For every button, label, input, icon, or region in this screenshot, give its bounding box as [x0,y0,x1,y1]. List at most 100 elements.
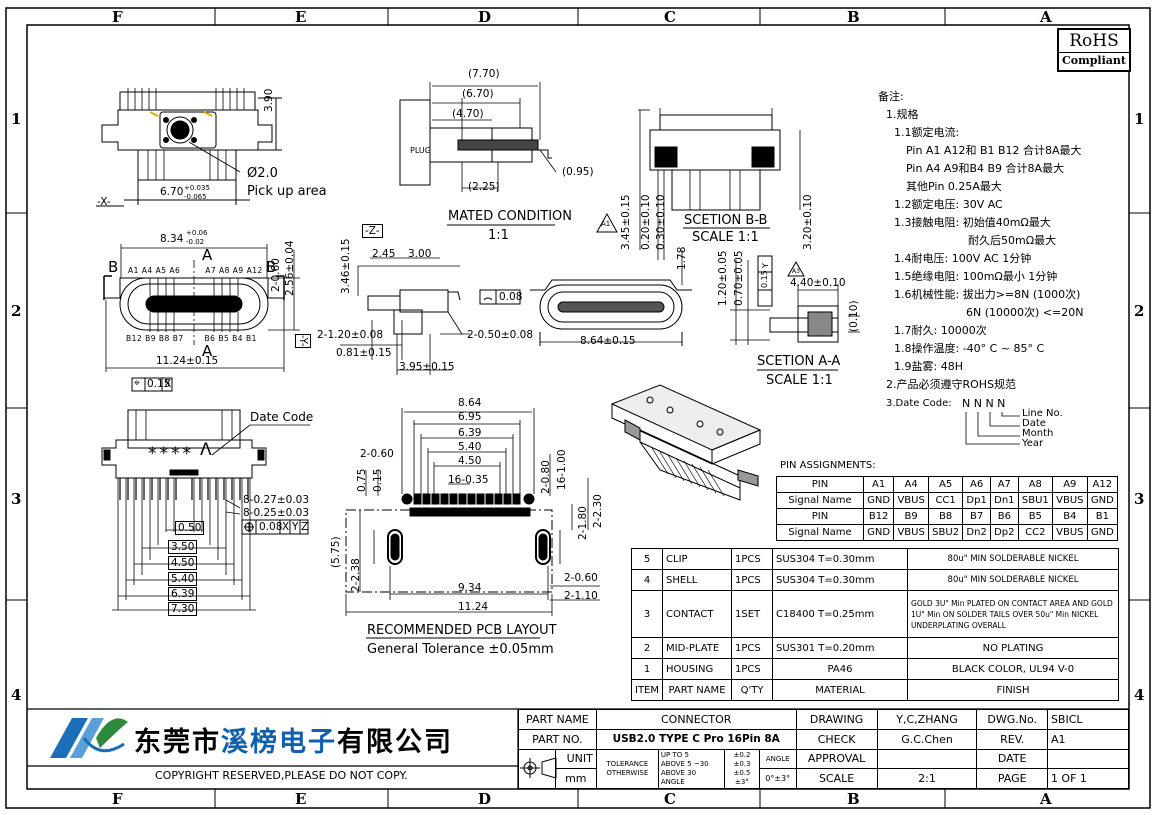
date-code-callout: Date Code [250,410,314,424]
zone-bottom-a: A [1040,790,1052,808]
date-label: DATE [976,748,1048,770]
aa-flag-a3: A3 [792,268,800,275]
table-cell: MID-PLATE [662,637,733,659]
side-dim-050: 2-0.50±0.08 [467,329,534,341]
pcb-dim-864: 8.64 [458,397,482,409]
tolerance-range: ABOVE 30 [660,768,697,777]
rev-value: A1 [1046,728,1130,750]
table-cell: PIN [776,476,864,493]
zone-left-4: 4 [11,686,22,704]
pcb-dim-238: 2-2.38 [350,558,362,592]
date-code-label: 3.Date Code: [886,398,952,409]
note-line: 1.1额定电流: [894,126,960,139]
mated-dim-470: (4.70) [452,108,484,120]
zone-top-e: E [295,8,307,26]
aa-dim-070: 0.70±0.05 [733,250,745,306]
note-line: 耐久后50mΩ最大 [968,234,1057,247]
table-cell: CC2 [1017,524,1053,541]
table-cell: B6 [989,508,1019,525]
note-line: 1.2额定电压: 30V AC [894,198,1003,211]
table-header-cell: FINISH [907,679,1119,701]
table-cell: B4 [1051,508,1088,525]
rohs-subtitle: Compliant [1059,52,1129,68]
table-cell: 2 [630,637,664,659]
table-cell: B12 [862,508,895,525]
zone-top-b: B [847,8,860,26]
pcb-dim-450: 4.50 [458,455,482,467]
bottom-dim-540: 5.40 [168,572,198,586]
rohs-title: RoHS [1069,31,1119,51]
zone-right-3: 3 [1134,490,1145,508]
front-tol-minus: -0.02 [186,238,205,246]
part-no-label: PART NO. [518,728,597,750]
bottom-dim-027: 8-0.27±0.03 [243,494,310,506]
table-cell: 1PCS [731,637,774,659]
notes-heading: 备注: [878,90,904,103]
bom-table: 5 CLIP 1PCS SUS304 T=0.30mm 80u" MIN SOL… [630,548,1119,701]
bottom-dim-350: 3.50 [168,540,198,554]
pcb-dim-1124: 11.24 [458,601,489,613]
datum-y: -Y- [295,334,311,348]
pcb-dim-080: 2-0.80 [540,460,552,494]
table-cell: Dn2 [962,524,991,541]
table-cell: Dn1 [989,492,1019,509]
zone-bottom-c: C [664,790,676,808]
company-name-part: 溪榜电子 [221,727,337,758]
table-cell: SBU2 [927,524,964,541]
table-cell: 80u" MIN SOLDERABLE NICKEL [907,569,1119,591]
table-row: PART NAME CONNECTOR DRAWING Y,C,ZHANG DW… [518,709,1130,730]
pin-label: A7 [205,266,217,275]
table-cell: C18400 T=0.25mm [772,590,909,638]
table-row: UNIT TOLERANCE OTHERWISE UP TO 5 ABOVE 5… [518,748,1130,789]
angle-label: ANGLE [758,748,797,770]
pin-assign-table: PIN A1 A4 A5 A6 A7 A8 A9 A12 Signal Name… [776,476,1119,541]
table-header-cell: MATERIAL [772,679,909,701]
table-cell: Dp2 [989,524,1019,541]
section-aa-title: SCETION A-A [757,354,841,369]
date-code-month: Month [1022,428,1054,439]
projection-cell [518,748,556,789]
aa-flat-ref: Y [761,263,770,268]
front-dim-width: 8.34 [160,233,184,245]
table-row: PART NO. USB2.0 TYPE C Pro 16Pin 8A CHEC… [518,728,1130,750]
pin-label: A4 [141,266,153,275]
pcb-dim-639: 6.39 [458,427,482,439]
table-cell: B7 [962,508,991,525]
date-code-marking: **** [148,444,194,464]
front-view [103,244,300,392]
company-name-part: 有限公司 [337,727,453,758]
note-line: 1.6机械性能: 拔出力>=8N (1000次) [894,288,1081,301]
date-code-date: Date [1022,418,1046,429]
front-section-b-left: B [108,258,119,276]
front-pins-top: A1 A4 A5 A6 A7 A8 A9 A12 [128,266,263,275]
table-header-cell: Q'TY [731,679,774,701]
top-dim-width: 6.70 [160,186,184,198]
top-dim-tol-minus: -0.065 [184,193,207,201]
mated-dim-225: (2.25) [468,181,500,193]
pcb-dim-230: 2-2.30 [592,494,604,528]
table-cell: 1 [630,658,664,680]
pcb-dim-540: 5.40 [458,441,482,453]
pin-label: A12 [246,266,263,275]
tolerance-value: ±0.2 [733,750,751,759]
aa-dim-010: (0.10) [848,300,860,332]
opening-view [479,250,692,346]
side-dim-245: 2.45 [372,248,396,260]
date-code-chars: N N N N [962,397,1006,410]
pin-label: B8 [158,334,170,343]
mated-dim-770: (7.70) [468,68,500,80]
pcb-dim-695: 6.95 [458,411,482,423]
aa-dim-440: 4.40±0.10 [790,277,846,289]
table-cell: A8 [1017,476,1053,493]
logo-mark-icon: Λ [200,440,212,460]
rohs-badge: RoHS Compliant [1057,28,1131,72]
table-row: 1 HOUSING 1PCS PA46 BLACK COLOR, UL94 V-… [630,658,1119,680]
scale-value: 2:1 [876,768,978,789]
tolerance-value: ±3° [735,777,749,786]
iso-view [610,384,762,501]
table-cell: GND [1086,492,1119,509]
company-name: 东莞市溪榜电子有限公司 [134,720,453,759]
section-aa-view [730,255,860,345]
pin-label: A8 [218,266,230,275]
pin-assign-title: PIN ASSIGNMENTS: [780,460,876,471]
